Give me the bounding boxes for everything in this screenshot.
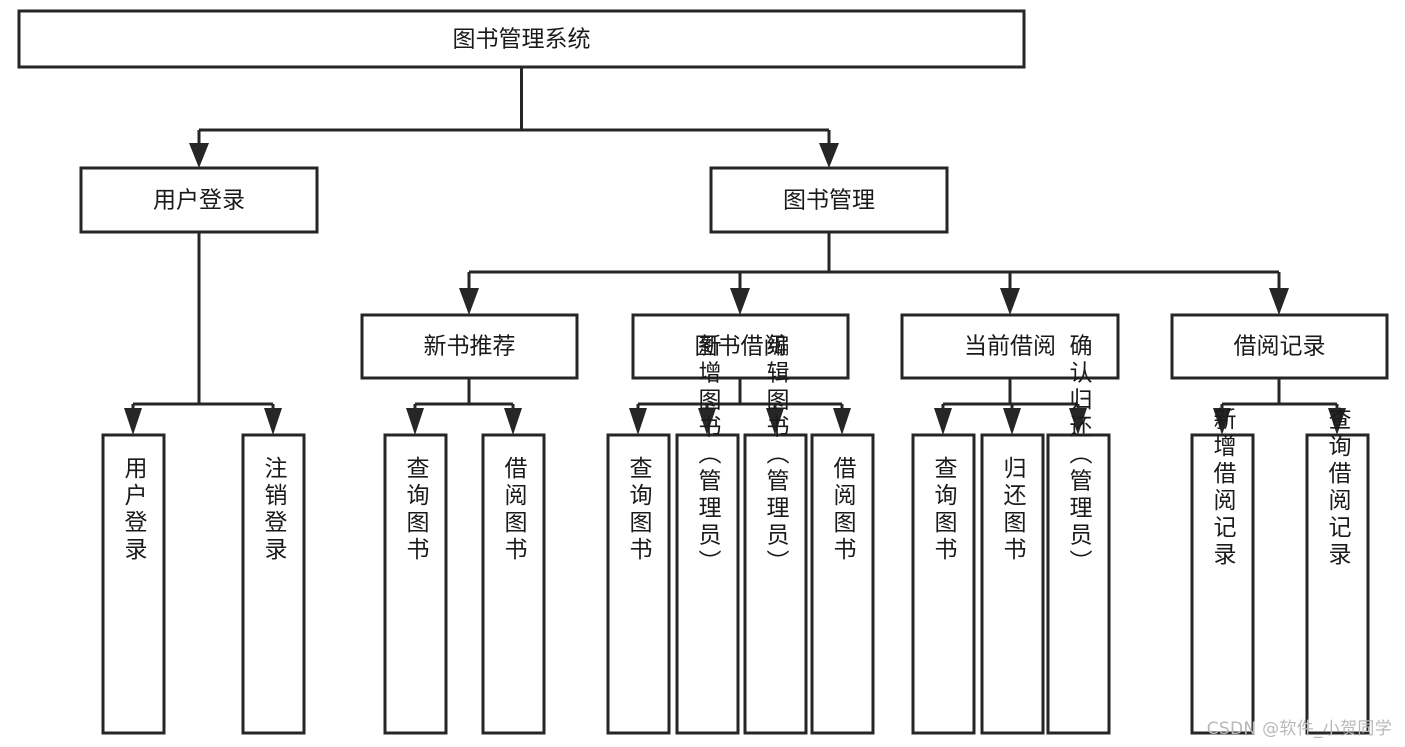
arrowhead-leaf-borrow-book-rec [504,408,522,435]
leaf-return-book-label: 归还图书 [999,456,1027,564]
leaf-logout[interactable]: 注销登录 [241,433,306,735]
node-current-borrow-label: 当前借阅 [964,334,1056,360]
arrowhead-new-book-rec [459,288,479,315]
leaf-query-book-rec-label: 查询图书 [402,456,430,564]
leaf-query-book-borrow-box[interactable] [606,433,671,735]
leaf-return-book-box[interactable] [980,433,1045,735]
arrowhead-leaf-edit-book-admin [766,408,784,435]
leaf-query-book-rec-box[interactable] [383,433,448,735]
node-book-manage[interactable]: 图书管理 [709,166,949,234]
node-new-book-rec[interactable]: 新书推荐 [360,313,579,380]
node-root-label: 图书管理系统 [453,27,591,53]
node-borrow-record-label: 借阅记录 [1234,334,1326,360]
leaf-user-login-label: 用户登录 [120,456,148,564]
leaf-add-book-admin-box[interactable] [675,433,740,735]
leaf-edit-book-admin[interactable]: 编辑图书（管理员） [743,334,808,735]
leaf-borrow-book-label: 借阅图书 [829,456,857,564]
node-book-manage-box[interactable] [709,166,949,234]
node-borrow-record-box[interactable] [1170,313,1389,380]
leaf-add-book-admin-label: 新增图书（管理员） [694,334,722,577]
leaf-logout-box[interactable] [241,433,306,735]
leaf-logout-label: 注销登录 [260,456,288,564]
leaf-query-book-current-box[interactable] [911,433,976,735]
arrowhead-current-borrow [1000,288,1020,315]
node-current-borrow[interactable]: 当前借阅 [900,313,1120,380]
arrowhead-book-manage [819,143,839,168]
leaf-query-book-rec[interactable]: 查询图书 [383,433,448,735]
leaf-add-book-admin[interactable]: 新增图书（管理员） [675,334,740,735]
leaf-borrow-book-box[interactable] [810,433,875,735]
node-new-book-rec-box[interactable] [360,313,579,380]
leaf-edit-book-admin-label: 编辑图书（管理员） [762,334,790,577]
arrowhead-leaf-add-borrow-record [1213,408,1231,435]
node-user-login-label: 用户登录 [153,188,245,214]
node-root-box[interactable] [17,9,1026,69]
leaf-return-book[interactable]: 归还图书 [980,433,1045,735]
leaf-query-book-current[interactable]: 查询图书 [911,433,976,735]
leaf-borrow-book-rec-label: 借阅图书 [500,456,528,564]
arrowhead-leaf-logout [264,408,282,435]
node-borrow-record[interactable]: 借阅记录 [1170,313,1389,380]
arrowhead-book-borrow [730,288,750,315]
node-new-book-rec-label: 新书推荐 [424,334,516,360]
leaf-query-book-borrow-label: 查询图书 [625,456,653,564]
arrowhead-leaf-borrow-book [833,408,851,435]
arrowhead-leaf-query-book-borrow [629,408,647,435]
leaf-user-login[interactable]: 用户登录 [101,433,166,735]
arrowhead-leaf-user-login [124,408,142,435]
leaf-confirm-return-admin[interactable]: 确认归还（管理员） [1046,334,1111,735]
connector-layer [124,67,1346,435]
leaf-confirm-return-admin-label: 确认归还（管理员） [1065,334,1093,577]
arrowhead-user-login [189,143,209,168]
node-user-login-box[interactable] [79,166,319,234]
leaf-user-login-box[interactable] [101,433,166,735]
node-book-manage-label: 图书管理 [783,188,875,214]
node-book-borrow-box[interactable] [631,313,850,380]
leaf-confirm-return-admin-box[interactable] [1046,433,1111,735]
arrowhead-leaf-add-book-admin [698,408,716,435]
csdn-watermark: CSDN @软件_小贺同学 [1206,719,1392,739]
node-root[interactable]: 图书管理系统 [17,9,1026,69]
arrowhead-borrow-record [1269,288,1289,315]
node-current-borrow-box[interactable] [900,313,1120,380]
leaf-borrow-book-rec[interactable]: 借阅图书 [481,433,546,735]
node-book-borrow-label: 图书借阅 [695,334,787,360]
node-book-borrow[interactable]: 图书借阅 [631,313,850,380]
arrowhead-leaf-query-book-current [934,408,952,435]
leaf-add-borrow-record-label: 新增借阅记录 [1209,407,1237,569]
leaf-nodes-layer: 用户登录 注销登录 查询图书 借阅图书 查询图书 新增图书（管理员） [101,334,1370,735]
leaf-query-borrow-record[interactable]: 查询借阅记录 [1305,407,1370,735]
leaf-add-borrow-record[interactable]: 新增借阅记录 [1190,407,1255,735]
arrowhead-leaf-query-book-rec [406,408,424,435]
leaf-add-borrow-record-box[interactable] [1190,433,1255,735]
arrowhead-leaf-confirm-return-admin [1069,408,1087,435]
leaf-query-borrow-record-label: 查询借阅记录 [1324,407,1352,569]
leaf-query-book-current-label: 查询图书 [930,456,958,564]
node-user-login[interactable]: 用户登录 [79,166,319,234]
leaf-edit-book-admin-box[interactable] [743,433,808,735]
leaf-query-book-borrow[interactable]: 查询图书 [606,433,671,735]
arrowhead-leaf-return-book [1003,408,1021,435]
arrowhead-leaf-query-borrow-record [1328,408,1346,435]
leaf-query-borrow-record-box[interactable] [1305,433,1370,735]
leaf-borrow-book-rec-box[interactable] [481,433,546,735]
leaf-borrow-book[interactable]: 借阅图书 [810,433,875,735]
